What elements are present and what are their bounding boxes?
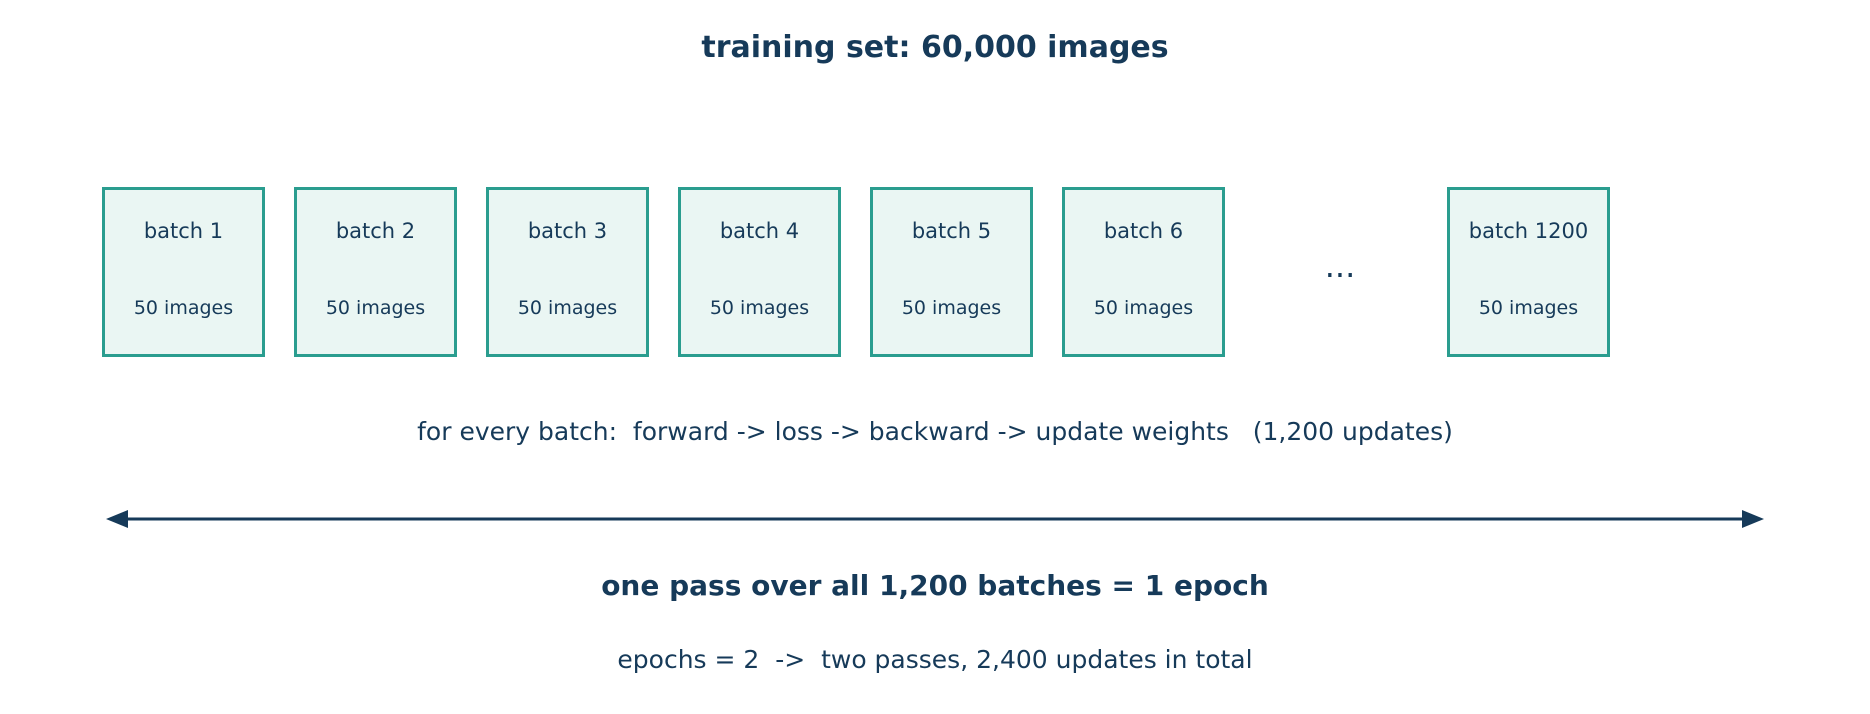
batch-box-6: batch 6 50 images	[1062, 187, 1225, 357]
batch-name: batch 4	[719, 219, 800, 243]
batch-box-2: batch 2 50 images	[294, 187, 457, 357]
process-description: for every batch: forward -> loss -> back…	[417, 417, 1453, 446]
batch-count: 50 images	[709, 297, 810, 319]
batch-name: batch 2	[335, 219, 416, 243]
double-arrow-icon	[106, 510, 1764, 528]
ellipsis: ...	[1324, 247, 1356, 285]
batch-name: batch 1	[143, 219, 224, 243]
batch-box-5: batch 5 50 images	[870, 187, 1033, 357]
batch-count: 50 images	[517, 297, 618, 319]
batch-count: 50 images	[1478, 297, 1579, 319]
diagram-title: training set: 60,000 images	[701, 30, 1169, 65]
batch-name: batch 1200	[1468, 219, 1589, 243]
batch-name: batch 6	[1103, 219, 1184, 243]
epochs-note: epochs = 2 -> two passes, 2,400 updates …	[617, 645, 1253, 674]
batch-count: 50 images	[1093, 297, 1194, 319]
batch-box-1: batch 1 50 images	[102, 187, 265, 357]
batch-name: batch 3	[527, 219, 608, 243]
batch-box-3: batch 3 50 images	[486, 187, 649, 357]
batch-count: 50 images	[325, 297, 426, 319]
epoch-definition: one pass over all 1,200 batches = 1 epoc…	[601, 569, 1269, 602]
batch-box-1200: batch 1200 50 images	[1447, 187, 1610, 357]
arrow-head-right	[1742, 510, 1764, 528]
arrow-head-left	[106, 510, 128, 528]
batch-box-4: batch 4 50 images	[678, 187, 841, 357]
batch-count: 50 images	[901, 297, 1002, 319]
batch-name: batch 5	[911, 219, 992, 243]
batch-count: 50 images	[133, 297, 234, 319]
